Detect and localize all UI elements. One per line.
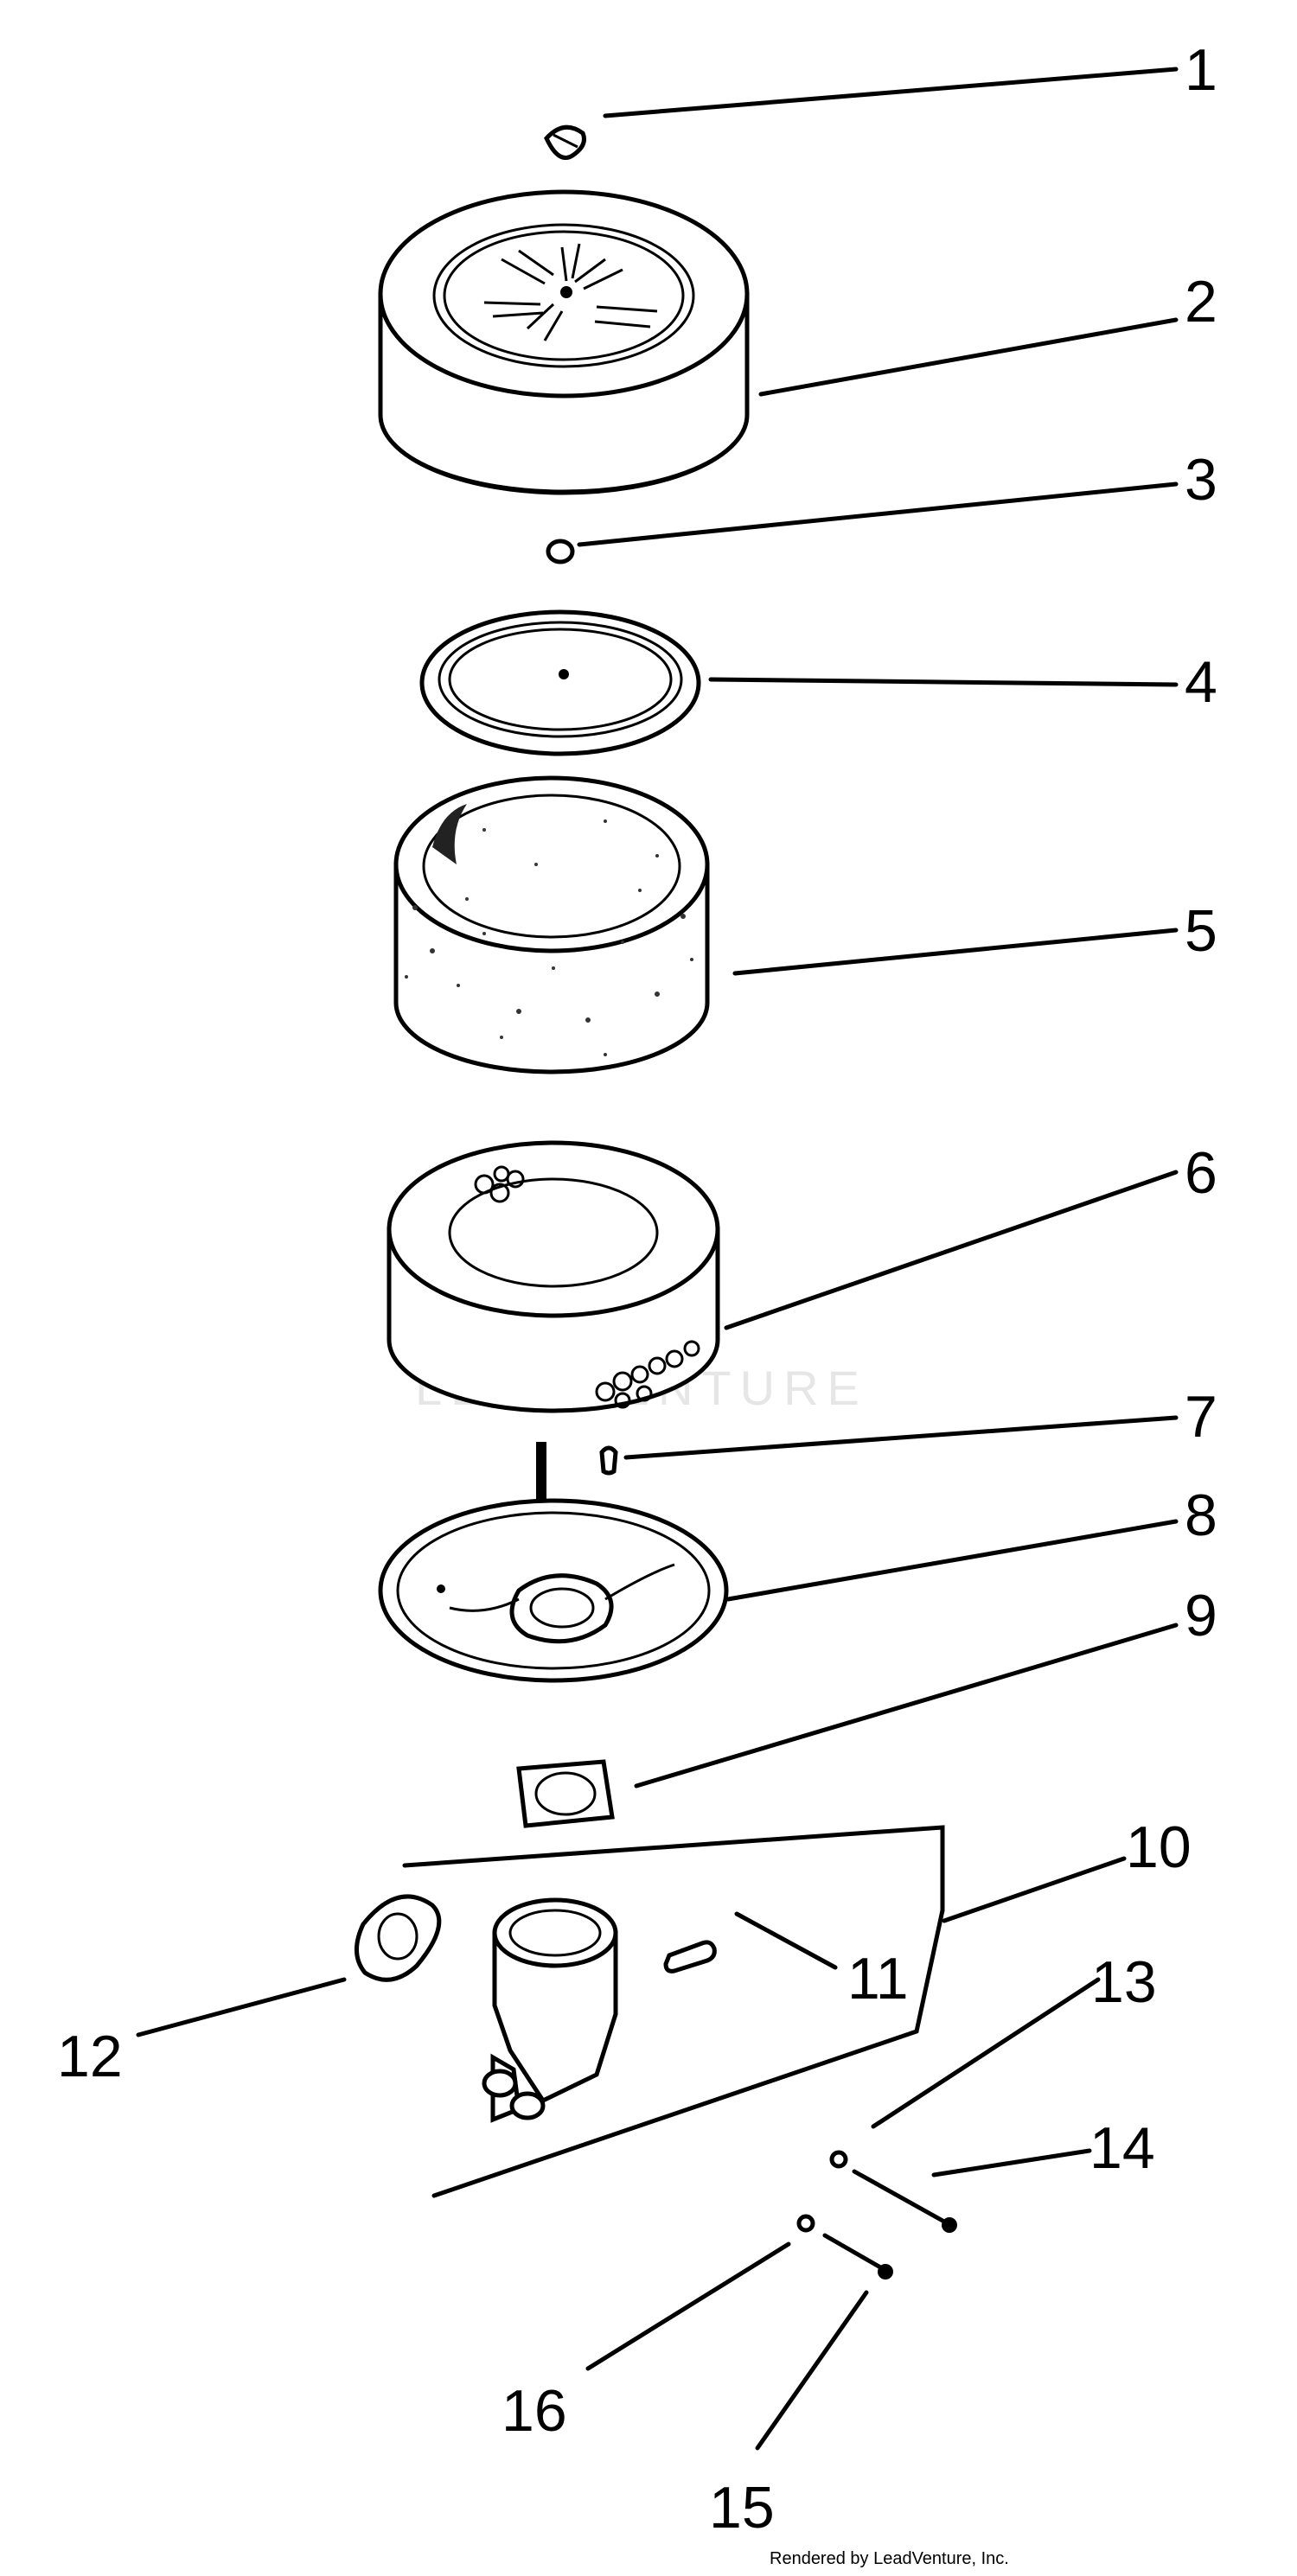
leader-2	[758, 317, 1179, 397]
leader-10	[942, 1856, 1127, 1923]
callout-15: 15	[709, 2475, 775, 2541]
leader-6	[724, 1170, 1179, 1330]
callout-1: 1	[1185, 37, 1217, 103]
part-5-precleaner	[393, 775, 710, 1074]
part-14-pin	[852, 2169, 957, 2233]
leader-16	[585, 2241, 791, 2371]
callout-9: 9	[1185, 1583, 1217, 1648]
callout-13: 13	[1091, 1949, 1157, 2015]
leader-11	[734, 1911, 838, 1970]
leader-9	[634, 1623, 1179, 1789]
leader-8	[725, 1519, 1179, 1602]
part-3-nut	[546, 539, 575, 564]
callout-11: 11	[847, 1946, 909, 2012]
part-10-group-outline	[402, 1825, 945, 2198]
leader-14	[931, 2148, 1092, 2177]
part-9-gasket	[516, 1759, 615, 1828]
leader-12	[136, 1977, 347, 2037]
callout-16: 16	[502, 2378, 567, 2444]
part-16-washer	[796, 2214, 815, 2233]
part-8-base	[378, 1442, 729, 1683]
callout-2: 2	[1185, 269, 1217, 335]
part-7-screw	[599, 1445, 618, 1476]
callout-6: 6	[1185, 1140, 1217, 1206]
callout-12: 12	[57, 2024, 123, 2089]
credit-line: Rendered by LeadVenture, Inc.	[770, 2549, 1009, 2568]
callout-10: 10	[1126, 1814, 1192, 1880]
leader-13	[871, 1977, 1101, 2129]
part-6-filter	[387, 1140, 720, 1413]
callout-7: 7	[1185, 1384, 1217, 1450]
leader-15	[755, 2290, 869, 2451]
callout-8: 8	[1185, 1482, 1217, 1548]
part-12-gasket	[355, 1894, 442, 1982]
leader-1	[603, 67, 1179, 118]
callout-3: 3	[1185, 447, 1217, 513]
part-elbow	[482, 1897, 618, 2123]
leader-5	[732, 928, 1179, 976]
callout-4: 4	[1185, 649, 1217, 715]
callout-14: 14	[1089, 2115, 1155, 2181]
leader-4	[708, 677, 1179, 687]
part-13-washer	[829, 2150, 848, 2169]
part-15-pin	[822, 2233, 893, 2280]
leader-7	[623, 1415, 1179, 1460]
part-1-screw	[544, 124, 586, 160]
leader-3	[577, 481, 1179, 547]
callout-5: 5	[1185, 898, 1217, 964]
part-4-plate	[419, 609, 701, 756]
part-11-bolt	[663, 1940, 717, 1973]
part-2-cover	[378, 189, 750, 495]
